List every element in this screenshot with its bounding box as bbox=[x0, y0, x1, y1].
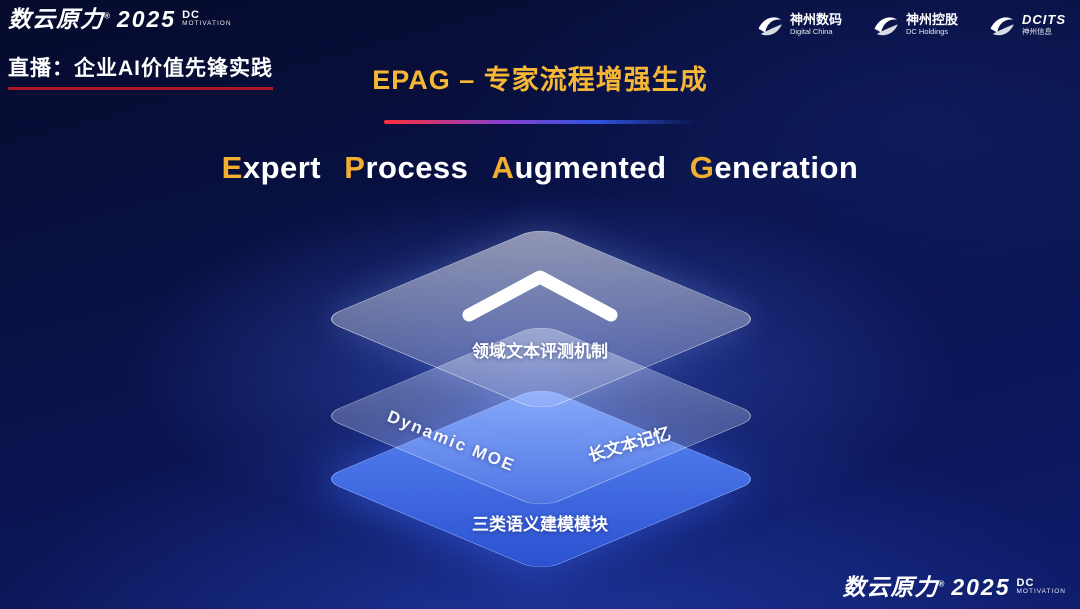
swoosh-icon bbox=[986, 10, 1016, 40]
gradient-divider bbox=[384, 120, 696, 124]
registered-mark: ® bbox=[104, 11, 111, 21]
dc-holdings-logo: 神州控股 DC Holdings bbox=[870, 10, 958, 40]
chevron-up-icon bbox=[455, 263, 625, 332]
brand-wordmark: 数云原力® bbox=[842, 574, 946, 600]
swoosh-icon bbox=[870, 10, 900, 40]
logo-subtitle: DC Holdings bbox=[905, 27, 949, 37]
heading-word: Generation bbox=[689, 150, 859, 185]
logo-subtitle: Digital China bbox=[789, 27, 833, 37]
brand-year: 2025 bbox=[116, 6, 177, 32]
heading-word: Expert bbox=[221, 150, 322, 185]
logo-name: 神州控股 bbox=[905, 12, 958, 28]
dcits-logo: DCITS 神州信息 bbox=[986, 10, 1066, 40]
heading-word: Process bbox=[344, 150, 469, 185]
logo-name: 神州数码 bbox=[789, 12, 842, 28]
registered-mark: ® bbox=[938, 579, 946, 589]
page-title: EPAG – 专家流程增强生成 bbox=[372, 65, 708, 95]
logo-name: DCITS bbox=[1022, 12, 1066, 28]
digital-china-logo: 神州数码 Digital China bbox=[754, 10, 842, 40]
dc-motivation-logo-bottom: 数云原力® 2025 DC MOTIVATION bbox=[842, 576, 1066, 599]
live-stream-label: 直播：企业AI价值先锋实践 bbox=[8, 52, 273, 90]
layer-label-semantic-modeling: 三类语义建模模块 bbox=[472, 515, 608, 534]
swoosh-icon bbox=[754, 10, 784, 40]
brand-wordmark: 数云原力® bbox=[8, 6, 111, 32]
brand-dc-motivation: DC MOTIVATION bbox=[182, 9, 232, 27]
brand-dc-motivation: DC MOTIVATION bbox=[1016, 577, 1066, 595]
dc-motivation-logo-top: 数云原力® 2025 DC MOTIVATION bbox=[8, 8, 232, 31]
logo-subtitle: 神州信息 bbox=[1022, 27, 1052, 37]
partner-logos: 神州数码 Digital China 神州控股 DC Holdings bbox=[754, 10, 1066, 40]
brand-year: 2025 bbox=[951, 574, 1011, 600]
heading-word: Augmented bbox=[491, 150, 667, 185]
main-heading: Expert Process Augmented Generation bbox=[0, 150, 1080, 186]
layer-label-domain-evaluation: 领域文本评测机制 bbox=[472, 342, 608, 361]
